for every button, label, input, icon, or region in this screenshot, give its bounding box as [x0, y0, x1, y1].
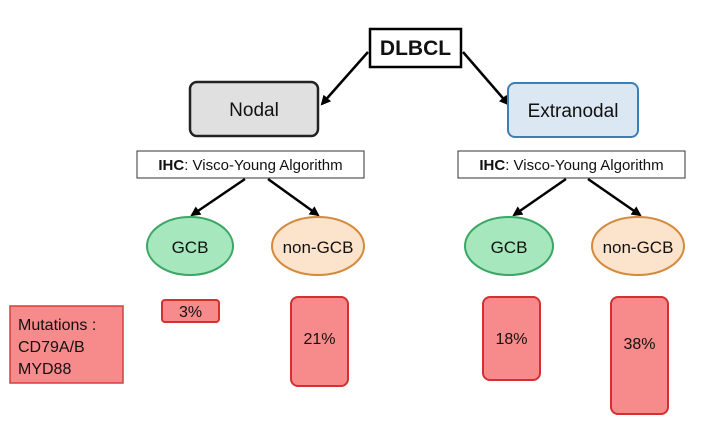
extranodal-gcb-mutation-bar	[482, 296, 541, 381]
arrow-nodal-to-nongcb	[267, 177, 320, 217]
extranodal-ihc-box	[457, 150, 686, 179]
arrow-extranodal-to-gcb	[512, 177, 567, 217]
nodal-nongcb-mutation-bar	[290, 296, 349, 387]
extranodal-gcb-label: GCB	[491, 238, 528, 257]
mutations-legend-box	[9, 305, 124, 384]
nodal-gcb-mutation-rate: 3%	[179, 304, 202, 321]
arrow-extranodal-to-nongcb	[587, 177, 642, 217]
extranodal-ihc-text: IHC: Visco-Young Algorithm	[479, 157, 663, 174]
nodal-gcb-node	[146, 216, 234, 276]
mutations-legend-line-3: MYD88	[18, 361, 71, 378]
nodal-gcb-mutation-bar	[161, 299, 220, 323]
nodal-ihc-algorithm: : Visco-Young Algorithm	[184, 157, 342, 174]
extranodal-ihc-algorithm: : Visco-Young Algorithm	[505, 157, 663, 174]
nodal-gcb-label: GCB	[172, 238, 209, 257]
mutations-legend-line-2: CD79A/B	[18, 339, 85, 356]
arrow-root-to-extranodal	[462, 51, 510, 106]
extranodal-label: Extranodal	[528, 101, 619, 122]
arrows	[190, 51, 642, 217]
nodal-ihc-text: IHC: Visco-Young Algorithm	[158, 157, 342, 174]
extranodal-ihc-prefix: IHC	[479, 157, 505, 174]
extranodal-nongcb-node	[591, 216, 685, 276]
root-node: DLBCL	[368, 27, 463, 69]
extranodal-gcb-mutation-rate: 18%	[495, 331, 527, 348]
extranodal-nongcb-mutation-rate: 38%	[623, 336, 655, 353]
extranodal-gcb-node	[464, 216, 554, 276]
extranodal-nongcb-mutation-bar	[610, 296, 669, 415]
nodal-nongcb-label: non-GCB	[283, 238, 354, 257]
nodal-nongcb-mutation-rate: 21%	[303, 331, 335, 348]
nodal-ihc-box	[136, 150, 365, 179]
extranodal-box	[507, 82, 639, 138]
arrow-root-to-nodal	[320, 51, 369, 106]
nodal-nongcb-node	[271, 216, 365, 276]
mutations-legend-line-1: Mutations :	[18, 317, 96, 334]
nodal-label: Nodal	[229, 100, 279, 121]
nodal-ihc-prefix: IHC	[158, 157, 184, 174]
extranodal-nongcb-label: non-GCB	[603, 238, 674, 257]
branch-nodal: Nodal IHC: Visco-Young Algorithm GCB non…	[136, 80, 365, 387]
mutations-legend: Mutations : CD79A/B MYD88	[9, 305, 124, 384]
root-label: DLBCL	[380, 37, 451, 60]
nodal-box	[188, 80, 320, 138]
branch-extranodal: Extranodal IHC: Visco-Young Algorithm GC…	[457, 82, 686, 415]
arrow-nodal-to-gcb	[190, 177, 246, 217]
